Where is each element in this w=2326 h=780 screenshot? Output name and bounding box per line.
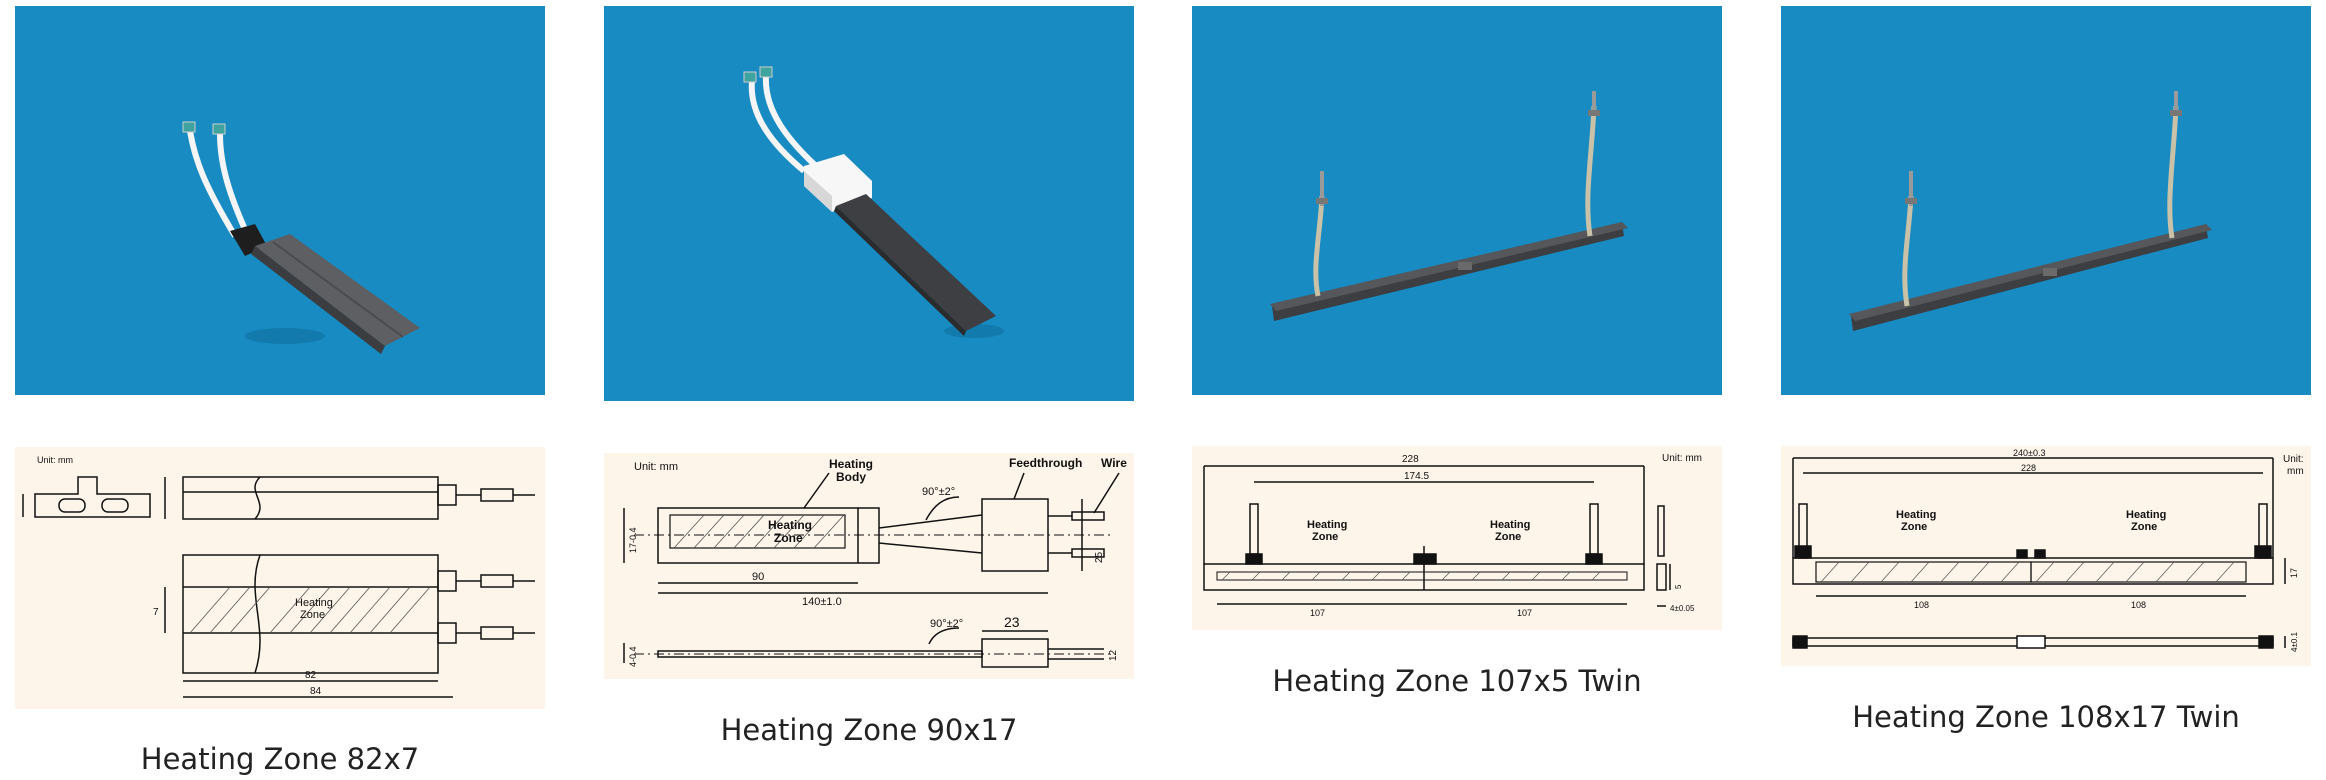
dim-thick: 4±0.1 xyxy=(2290,631,2299,652)
zone-label: Heating xyxy=(1307,519,1347,531)
dim-left: 107 xyxy=(1310,608,1325,618)
zone-label: Heating xyxy=(1896,509,1936,521)
dim-width: 17-0.4 xyxy=(628,527,638,553)
heater-107x5-twin-image xyxy=(1270,91,1628,321)
dim-width: 7 xyxy=(153,607,159,618)
drawing-unit: Unit: mm xyxy=(634,461,678,473)
technical-drawing-82x7[interactable]: Unit: mm Heating Zone 82 84 7 xyxy=(15,447,545,709)
product-caption[interactable]: Heating Zone 108x17 Twin xyxy=(1852,700,2240,734)
heater-90x17-image xyxy=(743,66,1004,338)
dim-total: 140±1.0 xyxy=(802,596,842,608)
drawing-unit: Unit: mm xyxy=(37,455,73,465)
product-photo-82x7[interactable] xyxy=(15,6,545,395)
zone-label: Zone xyxy=(300,609,325,621)
zone-label: Heating xyxy=(1490,519,1530,531)
dim-zone: 90 xyxy=(752,571,764,583)
dim-thick: 4-0.4 xyxy=(628,646,638,667)
zone-label: Heating xyxy=(295,597,333,609)
zone-label: Zone xyxy=(1312,531,1338,543)
dim-total: 228 xyxy=(1402,454,1419,465)
dim-height: 17 xyxy=(2289,568,2299,578)
zone-label: Zone xyxy=(1495,531,1521,543)
heater-82x7-image xyxy=(182,121,420,354)
dim-total: 240±0.3 xyxy=(2013,448,2045,458)
body-label: Body xyxy=(836,470,866,484)
product-photo-108x17-twin[interactable] xyxy=(1781,6,2311,395)
product-photo-90x17[interactable] xyxy=(604,6,1134,401)
dim-right: 108 xyxy=(2131,600,2146,610)
heater-108x17-twin-image xyxy=(1849,91,2212,331)
zone-label: Zone xyxy=(774,531,803,545)
drawing-unit: Unit: xyxy=(2283,454,2304,465)
dim-wire: 12 xyxy=(1108,649,1119,661)
wire-label: Wire xyxy=(1101,456,1127,470)
dim-inner: 174.5 xyxy=(1404,471,1429,482)
zone-label: Zone xyxy=(2131,521,2157,533)
dim-left: 108 xyxy=(1914,600,1929,610)
dim-angle: 90°±2° xyxy=(930,618,963,630)
dim-height: 25 xyxy=(1094,551,1105,563)
dim-inner: 228 xyxy=(2021,463,2036,473)
product-caption[interactable]: Heating Zone 82x7 xyxy=(140,742,420,776)
dim-angle: 90°±2° xyxy=(922,486,955,498)
technical-drawing-90x17[interactable]: Unit: mm Heating Body Feedthrough Wire H… xyxy=(604,453,1134,679)
product-photo-107x5-twin[interactable] xyxy=(1192,6,1722,395)
dim-side: 4±0.05 xyxy=(1670,604,1695,613)
body-label: Heating xyxy=(829,457,873,471)
drawing-unit: Unit: mm xyxy=(1662,453,1702,464)
dim-right: 107 xyxy=(1517,608,1532,618)
dim-total: 84 xyxy=(310,686,322,697)
dim-length: 82 xyxy=(305,670,317,681)
dim-height: 5 xyxy=(1674,584,1683,589)
feedthrough-label: Feedthrough xyxy=(1009,456,1082,470)
drawing-unit: mm xyxy=(2287,466,2304,477)
zone-label: Heating xyxy=(2126,509,2166,521)
zone-label: Heating xyxy=(768,518,812,532)
technical-drawing-107x5-twin[interactable]: Unit: mm 228 174.5 Heating Zone Heating … xyxy=(1192,446,1722,630)
technical-drawing-108x17-twin[interactable]: Unit: mm 240±0.3 228 Heating Zone Heatin… xyxy=(1781,446,2311,666)
product-caption[interactable]: Heating Zone 107x5 Twin xyxy=(1272,664,1642,698)
product-caption[interactable]: Heating Zone 90x17 xyxy=(720,713,1018,747)
dim-feed: 23 xyxy=(1004,614,1020,630)
zone-label: Zone xyxy=(1901,521,1927,533)
